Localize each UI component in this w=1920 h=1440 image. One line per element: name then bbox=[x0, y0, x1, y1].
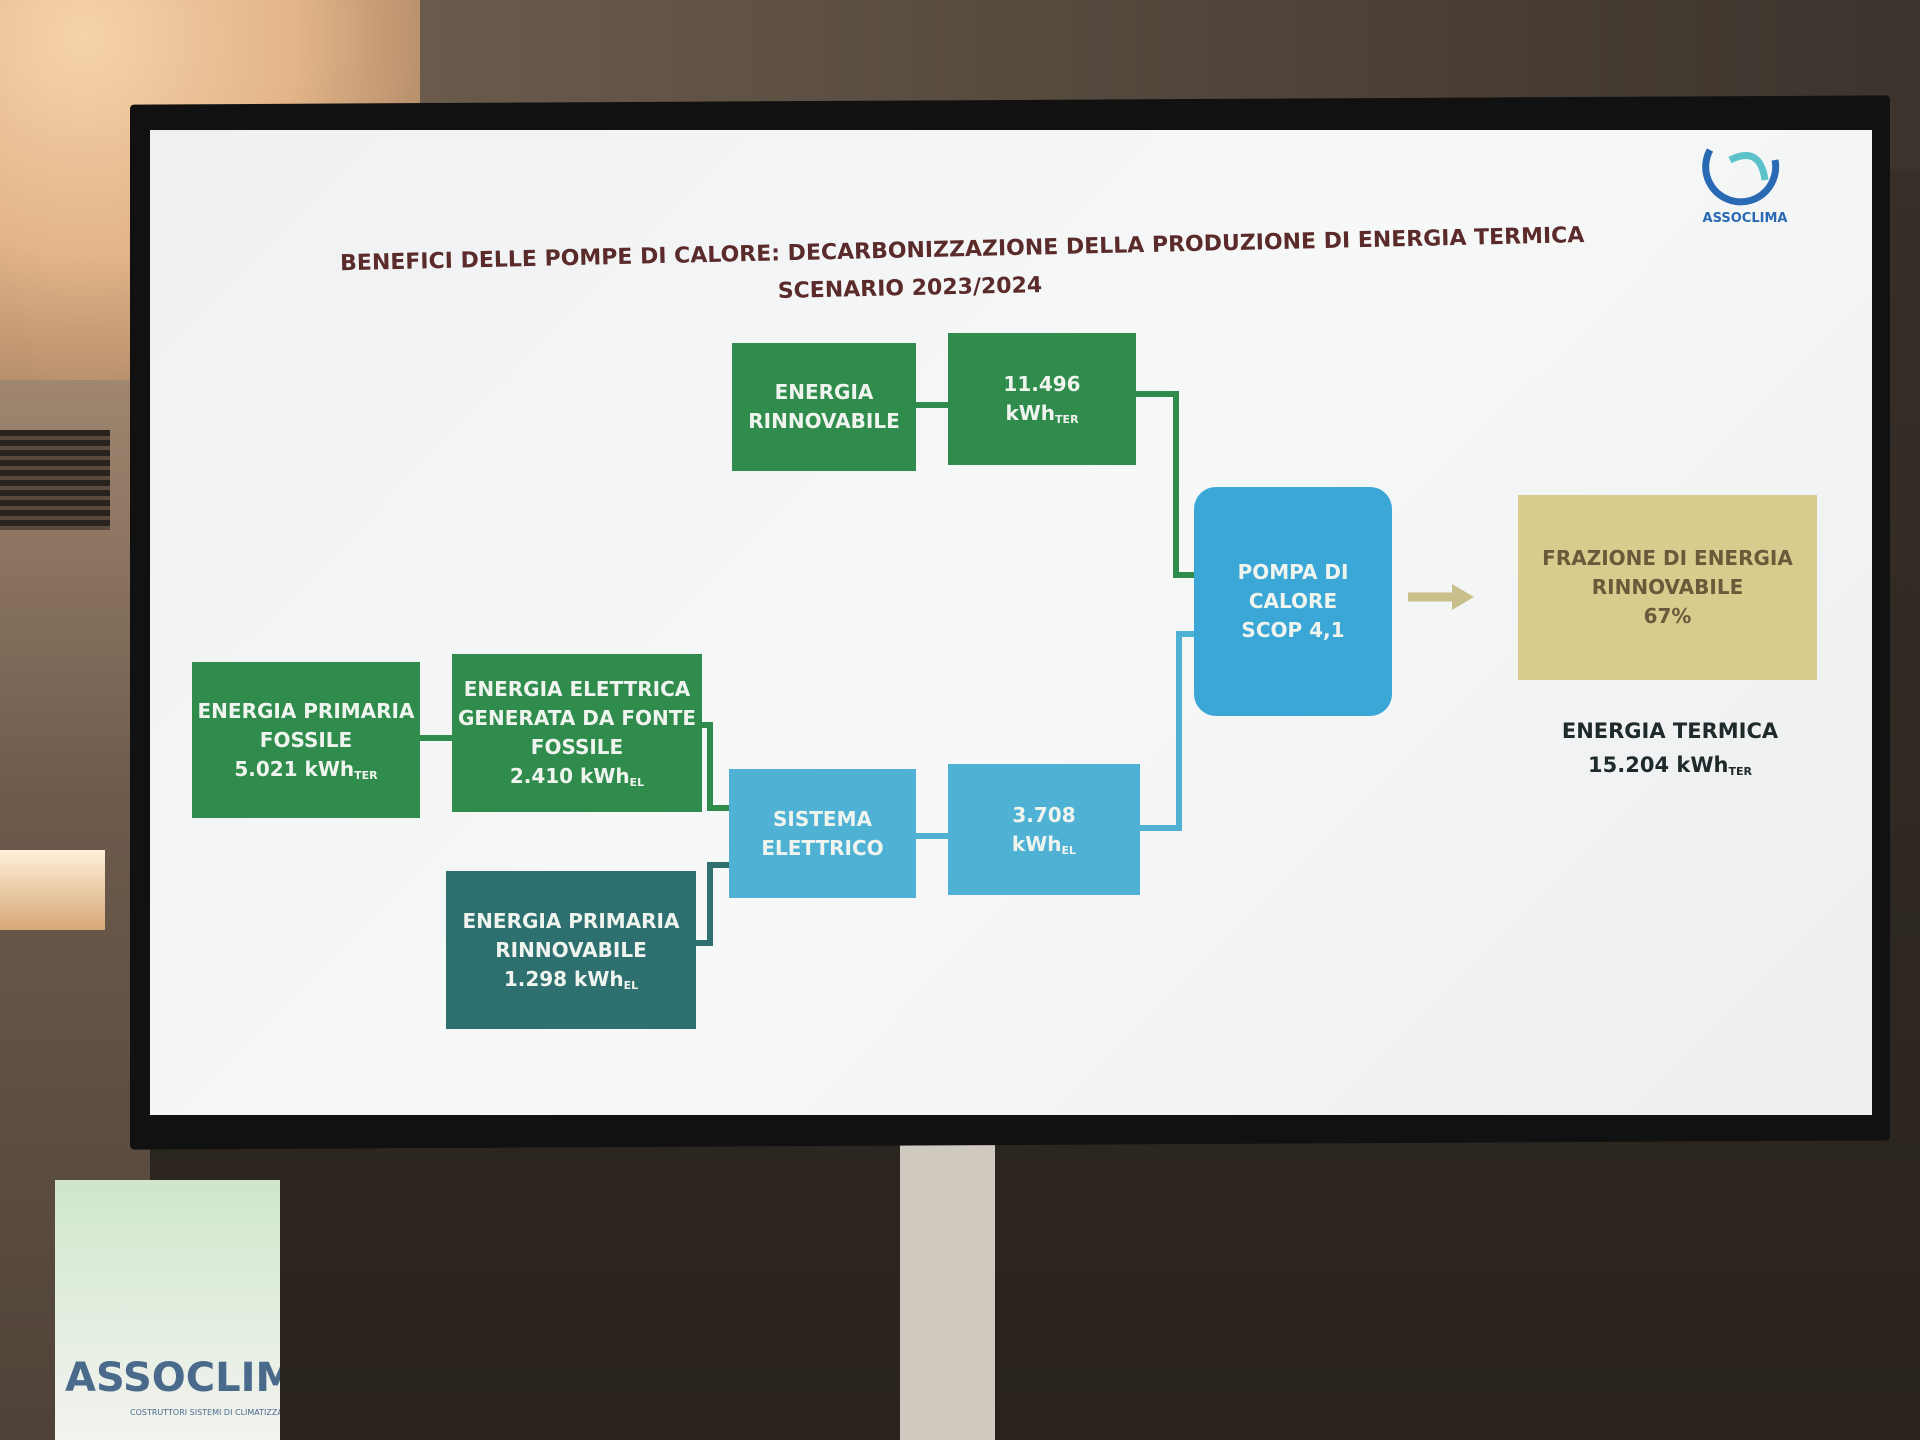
output-label: ENERGIA TERMICA bbox=[1561, 719, 1779, 743]
node-line: ENERGIA PRIMARIA bbox=[462, 908, 680, 933]
node-line: RINNOVABILE bbox=[1591, 575, 1744, 599]
node-sistema-elettrico: SISTEMA ELETTRICO bbox=[729, 769, 916, 898]
logo-text: ASSOCLIMA bbox=[1703, 211, 1788, 226]
node-unit: kWhTER bbox=[1005, 401, 1079, 426]
node-elettrica-fossile: ENERGIA ELETTRICA GENERATA DA FONTE FOSS… bbox=[452, 654, 702, 812]
node-rinnovabile-value: 11.496 kWhTER bbox=[948, 333, 1136, 465]
node-line: FRAZIONE DI ENERGIA bbox=[1542, 546, 1793, 570]
assoclima-banner: ASSOCLIMA COSTRUTTORI SISTEMI DI CLIMATI… bbox=[55, 1180, 280, 1440]
node-elettrico-value: 3.708 kWhEL bbox=[948, 764, 1140, 895]
node-line: ENERGIA ELETTRICA bbox=[463, 677, 691, 701]
node-line: GENERATA DA FONTE bbox=[457, 706, 697, 730]
node-line: RINNOVABILE bbox=[495, 937, 647, 962]
node-percentage: 67% bbox=[1643, 604, 1692, 628]
connector-rinnovabile-sistema bbox=[696, 862, 729, 946]
node-value: 11.496 bbox=[1003, 372, 1081, 396]
node-line: POMPA DI bbox=[1237, 560, 1349, 584]
wall-lamp bbox=[0, 850, 105, 930]
node-value: 1.298 kWhEL bbox=[503, 966, 639, 992]
node-unit: kWhEL bbox=[1011, 831, 1077, 857]
node-primaria-fossile: ENERGIA PRIMARIA FOSSILE 5.021 kWhTER bbox=[192, 662, 420, 818]
output-value: 15.204 kWhTER bbox=[1588, 752, 1752, 778]
node-value: 5.021 kWhTER bbox=[234, 756, 378, 782]
node-line: SISTEMA bbox=[773, 806, 872, 831]
node-line: FOSSILE bbox=[530, 735, 624, 759]
banner-logo-text: ASSOCLIMA bbox=[65, 1355, 280, 1401]
node-line: RINNOVABILE bbox=[748, 409, 900, 433]
node-line: ENERGIA PRIMARIA bbox=[197, 698, 415, 723]
connector-elettrica-sistema bbox=[702, 722, 729, 811]
banner-subtitle: COSTRUTTORI SISTEMI DI CLIMATIZZAZIONE bbox=[130, 1408, 280, 1417]
connector-rinnovabile-pompa bbox=[1136, 391, 1194, 578]
node-line: ELETTRICO bbox=[761, 835, 884, 860]
tv-stand bbox=[900, 1140, 995, 1440]
assoclima-logo-icon: ASSOCLIMA bbox=[1702, 148, 1788, 226]
node-line: FOSSILE bbox=[259, 727, 353, 752]
energia-termica-output: ENERGIA TERMICA 15.204 kWhTER bbox=[1520, 715, 1820, 782]
node-line: ENERGIA bbox=[774, 380, 874, 404]
node-value: 3.708 bbox=[1012, 802, 1076, 827]
node-energia-rinnovabile: ENERGIA RINNOVABILE bbox=[732, 343, 916, 471]
connector-elettrico-pompa bbox=[1140, 631, 1194, 831]
node-pompa-di-calore: POMPA DI CALORE SCOP 4,1 bbox=[1194, 487, 1392, 716]
node-value: 2.410 kWhEL bbox=[509, 764, 645, 789]
node-frazione-rinnovabile: FRAZIONE DI ENERGIA RINNOVABILE 67% bbox=[1518, 495, 1817, 680]
air-vent bbox=[0, 430, 110, 530]
node-line: CALORE bbox=[1248, 589, 1338, 613]
node-scop: SCOP 4,1 bbox=[1241, 618, 1345, 642]
arrow-right-icon bbox=[1408, 584, 1474, 610]
node-primaria-rinnovabile: ENERGIA PRIMARIA RINNOVABILE 1.298 kWhEL bbox=[446, 871, 696, 1029]
